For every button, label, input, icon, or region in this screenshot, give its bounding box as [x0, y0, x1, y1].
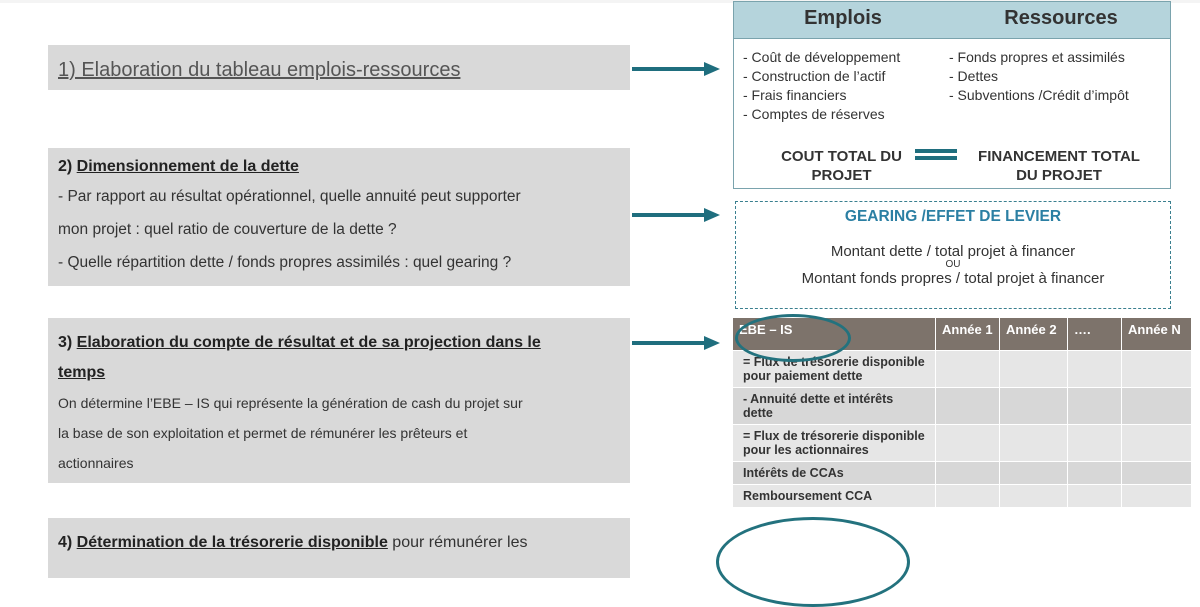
step-3-title: 3) Elaboration du compte de résultat et … — [58, 328, 620, 358]
table-row: - Annuité dette et intérêts dette — [733, 386, 1192, 424]
table-row-label: - Annuité dette et intérêts dette — [733, 386, 936, 424]
ressources-heading: Ressources — [1004, 7, 1118, 29]
step-2-box: 2) Dimensionnement de la dette - Par rap… — [48, 148, 630, 286]
total-financing-line: FINANCEMENT TOTAL — [978, 148, 1140, 165]
ressources-item: - Subventions /Crédit d’impôt — [949, 87, 1129, 103]
table-cell — [1121, 460, 1192, 484]
emplois-list: - Coût de développement - Construction d… — [743, 48, 900, 124]
step-1-title: 1) Elaboration du tableau emplois-ressou… — [58, 59, 461, 81]
cashflow-table: EBE – IS Année 1 Année 2 …. Année N = Fl… — [733, 318, 1192, 507]
gearing-or: OU — [945, 259, 961, 270]
table-cell — [935, 483, 1000, 507]
top-strip — [0, 0, 1200, 3]
table-cell — [1121, 483, 1192, 507]
gearing-formula-debt: Montant dette / total projet à financer — [830, 243, 1076, 260]
step-2-number: 2) — [58, 158, 77, 175]
table-cell — [935, 349, 1000, 387]
step-4-number: 4) — [58, 534, 77, 551]
total-cost-label: COUT TOTAL DU PROJET — [754, 147, 929, 185]
table-cell — [1067, 423, 1122, 461]
ressources-item: - Dettes — [949, 68, 999, 84]
step-3-line: On détermine l’EBE – IS qui représente l… — [58, 395, 523, 411]
step-1-box: 1) Elaboration du tableau emplois-ressou… — [48, 45, 630, 90]
step-2-line: - Quelle répartition dette / fonds propr… — [58, 254, 512, 271]
highlight-ellipse — [716, 517, 910, 607]
step-3-line: actionnaires — [58, 455, 134, 471]
table-cell — [935, 386, 1000, 424]
total-financing-line: DU PROJET — [1016, 167, 1102, 184]
table-header: …. — [1067, 318, 1122, 350]
table-row-label: Intérêts de CCAs — [733, 460, 936, 484]
step-2-title: 2) Dimensionnement de la dette — [58, 158, 620, 176]
table-cell — [999, 483, 1068, 507]
equals-icon — [915, 149, 957, 160]
step-4-box: 4) Détermination de la trésorerie dispon… — [48, 518, 630, 578]
table-row-label: Remboursement CCA — [733, 483, 936, 507]
gearing-title: GEARING /EFFET DE LEVIER — [844, 208, 1062, 225]
step-3-line: la base de son exploitation et permet de… — [58, 425, 468, 441]
emplois-heading: Emplois — [804, 7, 882, 29]
emplois-item: - Comptes de réserves — [743, 106, 885, 122]
table-cell — [935, 423, 1000, 461]
step-3-title-cont: temps — [58, 358, 620, 388]
total-financing-label: FINANCEMENT TOTAL DU PROJET — [959, 147, 1159, 185]
arrow-right-icon — [632, 208, 720, 222]
step-4-heading: Détermination de la trésorerie disponibl… — [76, 534, 388, 551]
table-row: Intérêts de CCAs — [733, 460, 1192, 484]
emplois-ressources-header: Emplois Ressources — [734, 2, 1170, 39]
step-2-heading: Dimensionnement de la dette — [76, 158, 299, 175]
table-row: Remboursement CCA — [733, 483, 1192, 507]
arrow-right-icon — [632, 62, 720, 76]
step-3-number: 3) — [58, 334, 77, 351]
emplois-item: - Construction de l’actif — [743, 68, 886, 84]
table-cell — [935, 460, 1000, 484]
table-cell — [1067, 460, 1122, 484]
table-header: Année 2 — [999, 318, 1068, 350]
step-3-heading-cont: temps — [58, 364, 106, 381]
table-cell — [1121, 349, 1192, 387]
emplois-item: - Coût de développement — [743, 49, 901, 65]
total-cost-line: PROJET — [811, 167, 872, 184]
step-2-line: - Par rapport au résultat opérationnel, … — [58, 188, 521, 205]
table-cell — [999, 460, 1068, 484]
table-header: Année N — [1121, 318, 1192, 350]
emplois-ressources-box: Emplois Ressources - Coût de développeme… — [733, 1, 1171, 189]
ressources-list: - Fonds propres et assimilés - Dettes - … — [949, 48, 1129, 105]
arrow-right-icon — [632, 336, 720, 350]
gearing-formula-equity: Montant fonds propres / total projet à f… — [801, 270, 1105, 287]
table-cell — [999, 349, 1068, 387]
highlight-ellipse — [735, 314, 851, 362]
table-cell — [1067, 483, 1122, 507]
gearing-box: GEARING /EFFET DE LEVIER Montant dette /… — [735, 201, 1171, 309]
step-4-title: 4) Détermination de la trésorerie dispon… — [58, 534, 620, 552]
step-2-line: mon projet : quel ratio de couverture de… — [58, 221, 397, 238]
table-row: = Flux de trésorerie disponible pour les… — [733, 423, 1192, 461]
step-3-box: 3) Elaboration du compte de résultat et … — [48, 318, 630, 483]
table-row-label: = Flux de trésorerie disponible pour les… — [733, 423, 936, 461]
ressources-item: - Fonds propres et assimilés — [949, 49, 1125, 65]
table-cell — [1121, 423, 1192, 461]
table-cell — [999, 386, 1068, 424]
table-cell — [1067, 349, 1122, 387]
step-3-heading: Elaboration du compte de résultat et de … — [76, 334, 541, 351]
step-4-tail: pour rémunérer les — [387, 534, 528, 551]
table-cell — [1121, 386, 1192, 424]
table-cell — [1067, 386, 1122, 424]
table-header: Année 1 — [935, 318, 1000, 350]
table-cell — [999, 423, 1068, 461]
emplois-item: - Frais financiers — [743, 87, 847, 103]
total-cost-line: COUT TOTAL DU — [781, 148, 902, 165]
